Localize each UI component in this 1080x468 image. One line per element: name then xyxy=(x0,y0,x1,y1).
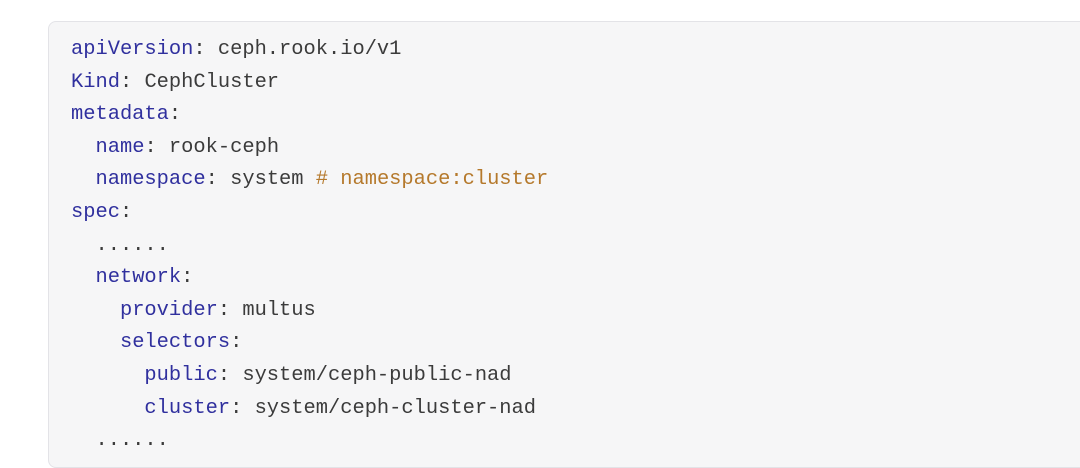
code-line: network: xyxy=(71,262,1080,295)
code-line: provider: multus xyxy=(71,295,1080,328)
code-line: spec: xyxy=(71,197,1080,230)
code-line: ...... xyxy=(71,425,1080,458)
yaml-key: provider xyxy=(119,298,218,322)
yaml-key: name xyxy=(95,135,145,159)
yaml-text xyxy=(71,136,95,159)
yaml-punctuation: : xyxy=(217,363,243,387)
yaml-key: Kind xyxy=(71,70,120,94)
yaml-punctuation: : xyxy=(193,38,218,61)
yaml-punctuation: : xyxy=(119,70,145,94)
yaml-punctuation: : xyxy=(230,396,255,420)
yaml-value: system xyxy=(230,168,316,192)
yaml-punctuation: : xyxy=(205,168,231,192)
yaml-value: rook-ceph xyxy=(168,135,280,159)
yaml-value: system/ceph-cluster-nad xyxy=(254,396,536,420)
yaml-key: public xyxy=(144,363,218,387)
yaml-text xyxy=(71,364,144,387)
code-line: metadata: xyxy=(71,99,1080,132)
yaml-key: cluster xyxy=(144,396,231,420)
yaml-text xyxy=(71,331,120,354)
yaml-value: system/ceph-public-nad xyxy=(242,363,512,387)
yaml-text xyxy=(71,397,144,420)
yaml-text: ...... xyxy=(71,429,169,453)
yaml-punctuation: : xyxy=(181,266,194,290)
yaml-key: namespace xyxy=(95,168,206,192)
yaml-text xyxy=(71,266,95,289)
yaml-key: selectors xyxy=(119,331,231,355)
yaml-text: ...... xyxy=(71,233,169,257)
yaml-value: CephCluster xyxy=(144,70,280,94)
yaml-key: apiVersion xyxy=(71,38,194,61)
code-line: namespace: system # namespace:cluster xyxy=(71,164,1080,197)
code-line: selectors: xyxy=(71,327,1080,360)
code-line: apiVersion: ceph.rook.io/v1 xyxy=(71,34,1080,67)
yaml-punctuation: : xyxy=(168,103,182,127)
code-line: ...... xyxy=(71,230,1080,263)
yaml-text xyxy=(71,168,95,191)
yaml-value: multus xyxy=(242,298,316,322)
yaml-key: spec xyxy=(71,200,120,224)
yaml-value: ceph.rook.io/v1 xyxy=(217,38,402,61)
yaml-comment: # namespace:cluster xyxy=(315,168,549,192)
code-line: cluster: system/ceph-cluster-nad xyxy=(71,393,1080,426)
yaml-punctuation: : xyxy=(144,135,169,159)
code-line: name: rook-ceph xyxy=(71,132,1080,165)
yaml-punctuation: : xyxy=(230,331,243,355)
yaml-punctuation: : xyxy=(217,298,243,322)
yaml-key: network xyxy=(95,266,182,290)
yaml-text xyxy=(71,299,120,322)
code-line: Kind: CephCluster xyxy=(71,67,1080,100)
yaml-punctuation: : xyxy=(119,200,133,224)
yaml-key: metadata xyxy=(71,103,169,127)
code-line: public: system/ceph-public-nad xyxy=(71,360,1080,393)
